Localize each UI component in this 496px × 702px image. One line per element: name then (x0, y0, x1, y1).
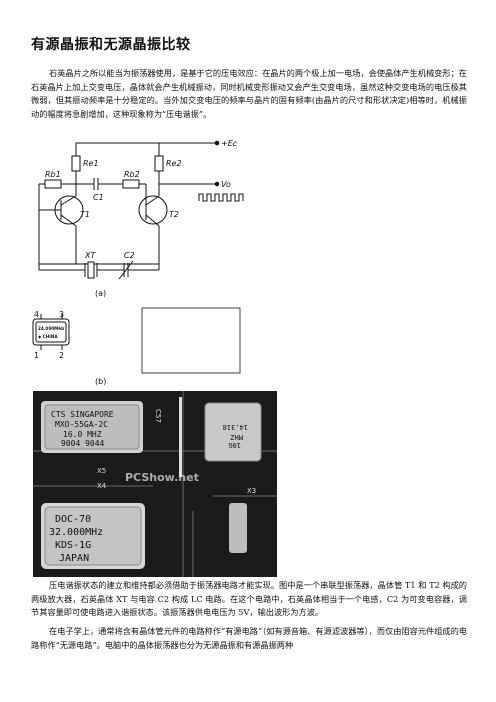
label-t2: T2 (169, 210, 179, 219)
pin-3: 3 (59, 310, 64, 319)
figure-label-a: (a) (95, 289, 106, 298)
watermark-text: PCShow.net (125, 471, 199, 484)
label-supply: +Ec (221, 139, 238, 148)
svg-text:10G: 10G (228, 441, 241, 449)
figure-label-b: (b) (95, 377, 106, 386)
label-re1: Re1 (83, 159, 99, 168)
pin-2: 2 (59, 351, 64, 360)
svg-text:X3: X3 (247, 487, 256, 495)
pin-4: 4 (34, 310, 39, 319)
label-rb2: Rb2 (124, 170, 140, 179)
pin-1: 1 (34, 351, 39, 360)
svg-text:DOC-70: DOC-70 (55, 514, 91, 525)
crystal-oscillator-photo: C57 CTS SINGAPORE MXO-55GA-2C 16.0 MHZ 9… (33, 391, 277, 577)
label-c2: C2 (124, 251, 135, 260)
package-frequency: 24.000MHz (38, 326, 65, 331)
svg-text:32.000MHz: 32.000MHz (49, 527, 103, 538)
package-brand: ◆ CHINA (38, 334, 58, 339)
label-output: Vo (221, 180, 231, 189)
svg-text:CTS SINGAPORE: CTS SINGAPORE (51, 410, 114, 419)
paragraph-active-passive: 在电子学上，通常将含有晶体管元件的电路称作“有源电路”（如有源音箱、有源滤波器等… (31, 626, 467, 650)
svg-text:MXO-55GA-2C: MXO-55GA-2C (55, 420, 108, 429)
paragraph-oscillator-circuit: 压电谐振状态的建立和维持都必须借助于振荡器电路才能实现。图中是一个串联型振荡器，… (31, 580, 467, 618)
svg-text:JAPAN: JAPAN (59, 553, 89, 564)
svg-text:16.0 MHZ: 16.0 MHZ (63, 430, 102, 439)
label-c1: C1 (93, 193, 104, 202)
svg-text:KDS-1G: KDS-1G (55, 540, 91, 551)
label-t1: T1 (80, 210, 90, 219)
paragraph-piezo-effect: 石英晶片之所以能当为振荡器使用，是基于它的压电效应：在晶片的两个极上加一电场，会… (31, 68, 467, 119)
svg-text:14.318: 14.318 (223, 423, 248, 431)
label-re2: Re2 (166, 159, 182, 168)
oscillator-circuit-figure: +Ec Vo Re1 Re2 Rb1 Rb2 C1 T1 T2 XT C2 (a… (32, 139, 244, 386)
page-title: 有源晶振和无源晶振比较 (31, 37, 191, 53)
svg-text:9004 9044: 9004 9044 (61, 439, 105, 448)
pcb-label-c57: C57 (154, 409, 162, 423)
svg-text:MHZ: MHZ (230, 433, 243, 441)
svg-text:X4: X4 (97, 482, 107, 490)
svg-text:X5: X5 (97, 467, 106, 475)
label-rb1: Rb1 (45, 170, 61, 179)
label-xt: XT (84, 251, 96, 260)
